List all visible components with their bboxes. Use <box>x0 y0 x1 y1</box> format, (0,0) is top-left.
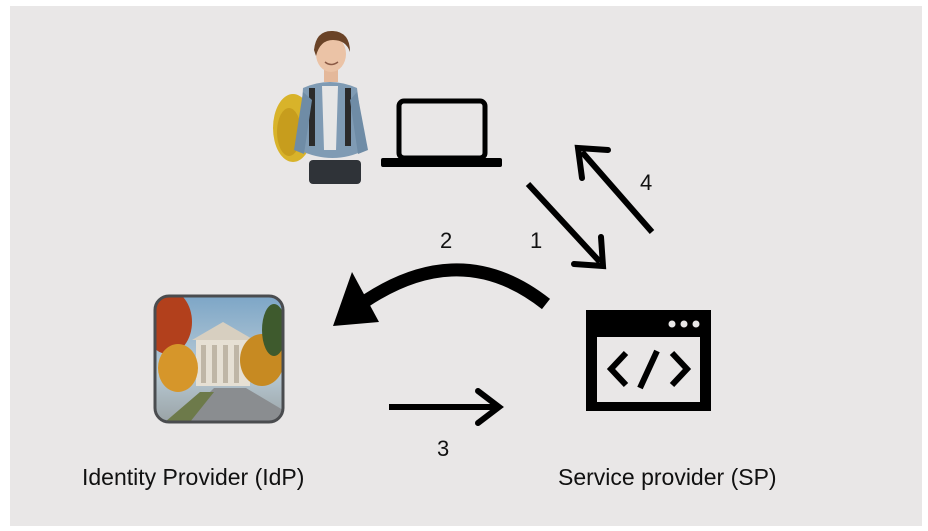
step-1-label: 1 <box>530 228 543 253</box>
arrow-step-1 <box>525 181 607 270</box>
laptop-icon <box>381 98 502 167</box>
step-4-label: 4 <box>640 170 653 195</box>
student-with-backpack-photo <box>273 30 368 184</box>
code-window-icon <box>586 310 711 411</box>
idp-caption: Identity Provider (IdP) <box>82 464 305 490</box>
step-3-label: 3 <box>437 436 450 461</box>
university-building-photo <box>153 294 285 424</box>
arrow-step-4 <box>574 144 655 234</box>
sp-caption: Service provider (SP) <box>558 464 777 490</box>
step-2-label: 2 <box>440 228 453 253</box>
arrow-step-3 <box>389 388 504 426</box>
arrow-step-2 <box>333 263 551 326</box>
